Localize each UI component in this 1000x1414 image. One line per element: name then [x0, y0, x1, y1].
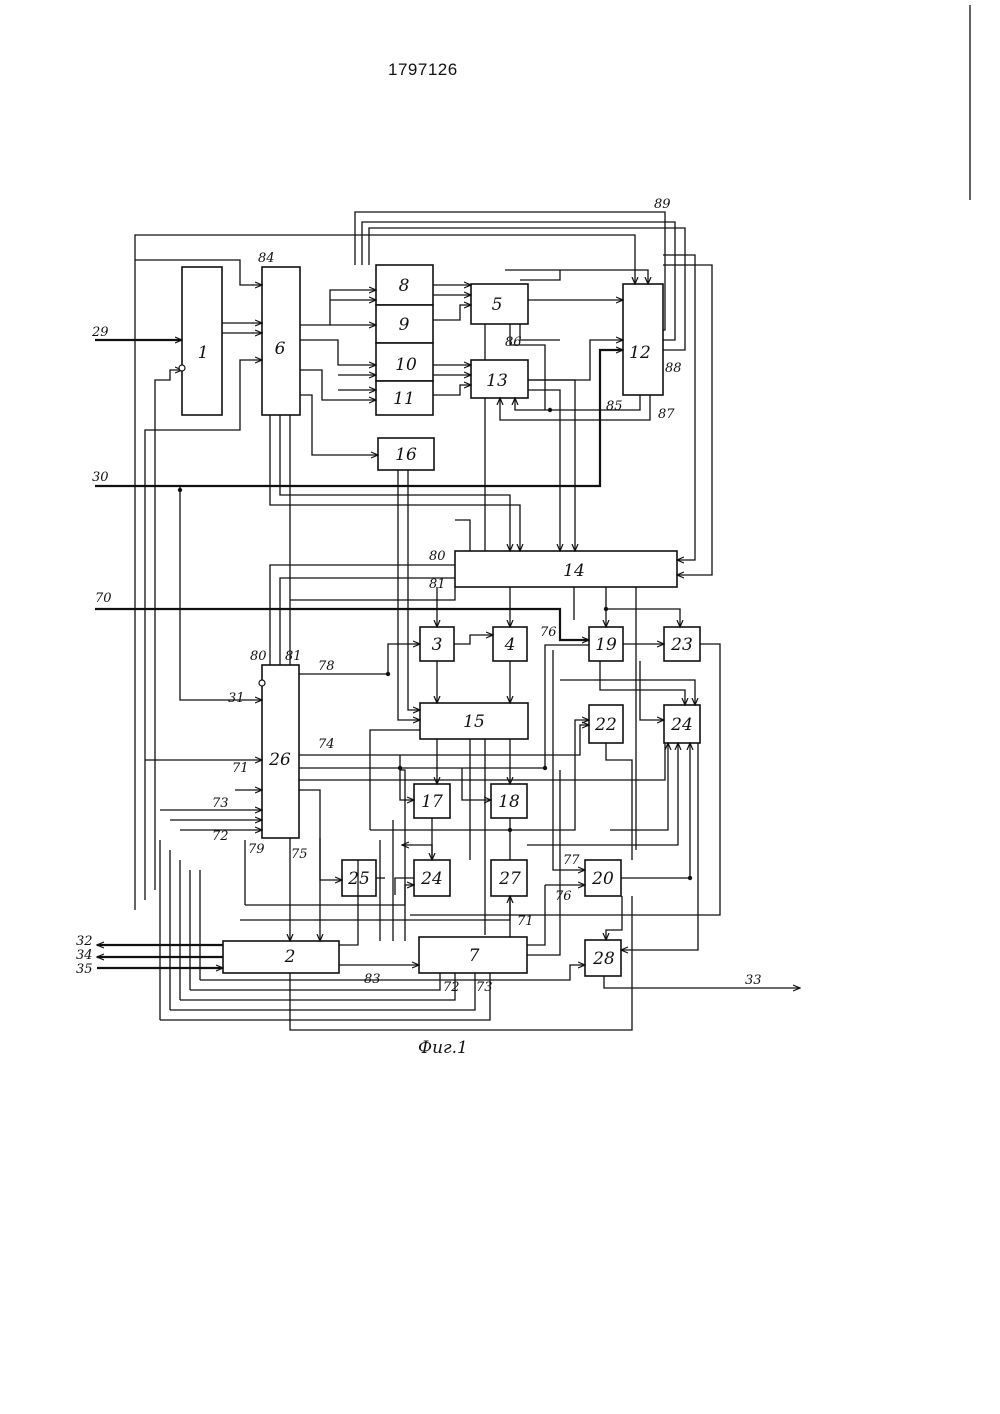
block-5: 5	[471, 284, 528, 324]
block-14: 14	[455, 551, 677, 587]
block-1-label: 1	[198, 343, 209, 363]
block-23: 23	[664, 627, 700, 661]
pin-32: 32	[76, 934, 93, 949]
pin-76-top: 76	[540, 625, 557, 640]
pin-80-left: 80	[250, 649, 267, 664]
block-16: 16	[378, 438, 434, 470]
pin-81-left: 81	[285, 649, 302, 664]
block-4: 4	[493, 627, 527, 661]
block-11-label: 11	[393, 389, 415, 409]
block-6-label: 6	[275, 339, 286, 359]
pin-81-top: 81	[429, 577, 446, 592]
block-17: 17	[414, 784, 450, 818]
pin-71-left: 71	[232, 761, 249, 776]
block-8: 8	[376, 265, 433, 305]
pin-34: 34	[76, 948, 93, 963]
block-24-left-label: 24	[420, 869, 443, 889]
block-28: 28	[585, 940, 621, 976]
pin-29: 29	[91, 325, 109, 340]
pin-72-left: 72	[212, 829, 229, 844]
block-25: 25	[342, 860, 376, 896]
pin-70: 70	[95, 591, 112, 606]
pin-86: 86	[505, 335, 522, 350]
block-18-label: 18	[498, 792, 520, 812]
block-17-label: 17	[421, 792, 443, 812]
block-11: 11	[376, 381, 433, 415]
pin-30: 30	[92, 470, 109, 485]
block-24-right-label: 24	[670, 715, 693, 735]
pin-85: 85	[606, 399, 623, 414]
pin-87: 87	[658, 407, 675, 422]
pin-74: 74	[318, 737, 335, 752]
block-13: 13	[471, 360, 528, 398]
pin-83: 83	[364, 972, 381, 987]
block-3: 3	[420, 627, 454, 661]
block-13-label: 13	[486, 371, 508, 391]
block-22: 22	[589, 705, 623, 743]
block-6: 6	[262, 267, 300, 415]
block-1: 1	[182, 267, 222, 415]
block-2: 2	[223, 941, 339, 973]
pin-72-bottom: 72	[443, 980, 460, 995]
pin-35: 35	[76, 962, 93, 977]
block-3-label: 3	[432, 635, 443, 655]
block-23-label: 23	[670, 635, 693, 655]
pin-73-left: 73	[212, 796, 229, 811]
pin-84: 84	[258, 251, 275, 266]
block-14-label: 14	[563, 561, 585, 581]
block-12-label: 12	[629, 343, 651, 363]
pin-75: 75	[291, 847, 308, 862]
pin-31: 31	[228, 691, 245, 706]
block-10: 10	[376, 343, 433, 381]
pin-89: 89	[654, 197, 671, 212]
block-9-label: 9	[399, 315, 410, 335]
block-20: 20	[585, 860, 621, 896]
block-8-label: 8	[399, 276, 410, 296]
pin-33: 33	[745, 973, 762, 988]
block-28-label: 28	[592, 949, 615, 969]
block-26: 26	[262, 665, 299, 838]
block-16-label: 16	[395, 445, 417, 465]
figure-caption: Фиг.1	[418, 1038, 468, 1058]
pin-80-top: 80	[429, 549, 446, 564]
block-9: 9	[376, 305, 433, 343]
pin-71-bottom: 71	[517, 914, 534, 929]
pin-88: 88	[665, 361, 682, 376]
block-24-right: 24	[664, 705, 700, 743]
block-10-label: 10	[395, 355, 417, 375]
pin-73-bottom: 73	[476, 980, 493, 995]
block-7-label: 7	[469, 946, 480, 966]
block-26-label: 26	[268, 750, 291, 770]
pin-78: 78	[318, 659, 335, 674]
block-15-label: 15	[463, 712, 485, 732]
block-27-label: 27	[498, 869, 521, 889]
block-19-label: 19	[595, 635, 617, 655]
block-2-label: 2	[284, 947, 296, 967]
block-20-label: 20	[591, 869, 614, 889]
block-24-left: 24	[414, 860, 450, 896]
pin-77: 77	[563, 853, 580, 868]
block-4-label: 4	[504, 635, 516, 655]
block-19: 19	[589, 627, 623, 661]
block-7: 7	[419, 937, 527, 973]
block-12: 12	[623, 284, 663, 395]
block-18: 18	[491, 784, 527, 818]
block-15: 15	[420, 703, 528, 739]
block-27: 27	[491, 860, 527, 896]
block-22-label: 22	[594, 715, 617, 735]
pin-79: 79	[248, 842, 265, 857]
block-5-label: 5	[492, 295, 503, 315]
pin-76-bottom: 76	[555, 889, 572, 904]
